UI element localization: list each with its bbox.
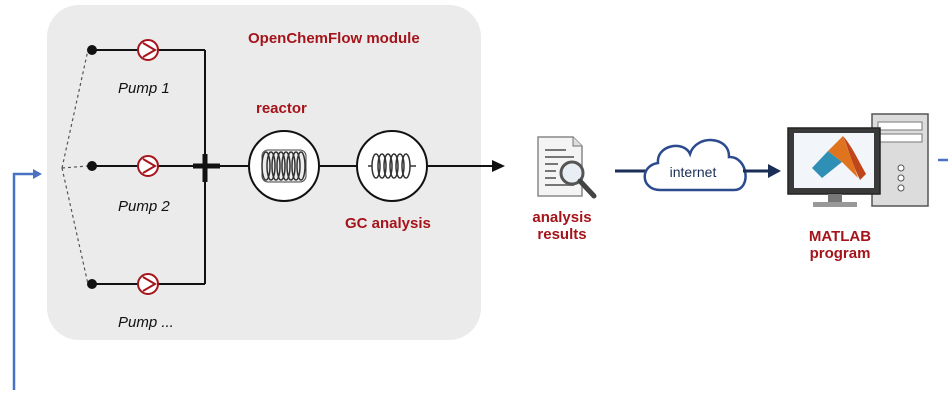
module-title: OpenChemFlow module — [248, 30, 420, 47]
feedback-arrowhead — [33, 169, 42, 179]
pump-3-label: Pump ... — [118, 314, 174, 331]
computer-arrowhead — [768, 164, 781, 178]
computer-tower-icon — [871, 113, 929, 207]
monitor-icon — [787, 127, 881, 207]
pump-2-inlet — [87, 161, 97, 171]
analysis-results-line1: analysis — [532, 209, 592, 226]
analysis-results-icon — [537, 136, 597, 199]
matlab-label-line1: MATLAB — [808, 228, 872, 245]
pump-1-icon — [137, 39, 159, 61]
pump-1-label: Pump 1 — [118, 80, 170, 97]
pump-2-label: Pump 2 — [118, 198, 170, 215]
matlab-label-line2: program — [809, 245, 871, 262]
internet-label: internet — [669, 164, 717, 180]
gc-analysis-label: GC analysis — [345, 215, 431, 232]
analysis-results-label: analysis results — [522, 209, 602, 243]
analysis-results-line2: results — [537, 226, 587, 243]
matlab-program-label: MATLAB program — [800, 228, 880, 262]
distribution-dashes — [61, 49, 89, 285]
reactor-coil-icon — [248, 130, 320, 202]
pump-3-inlet — [87, 279, 97, 289]
gc-analysis-icon — [356, 130, 428, 202]
internet-cloud-icon — [643, 138, 747, 192]
pump-1-inlet — [87, 45, 97, 55]
feedback-loop — [12, 158, 948, 392]
pump-3-icon — [137, 273, 159, 295]
flow-arrowhead — [492, 160, 505, 172]
matlab-logo-icon — [812, 136, 866, 180]
reactor-label: reactor — [256, 100, 307, 117]
pump-2-icon — [137, 155, 159, 177]
